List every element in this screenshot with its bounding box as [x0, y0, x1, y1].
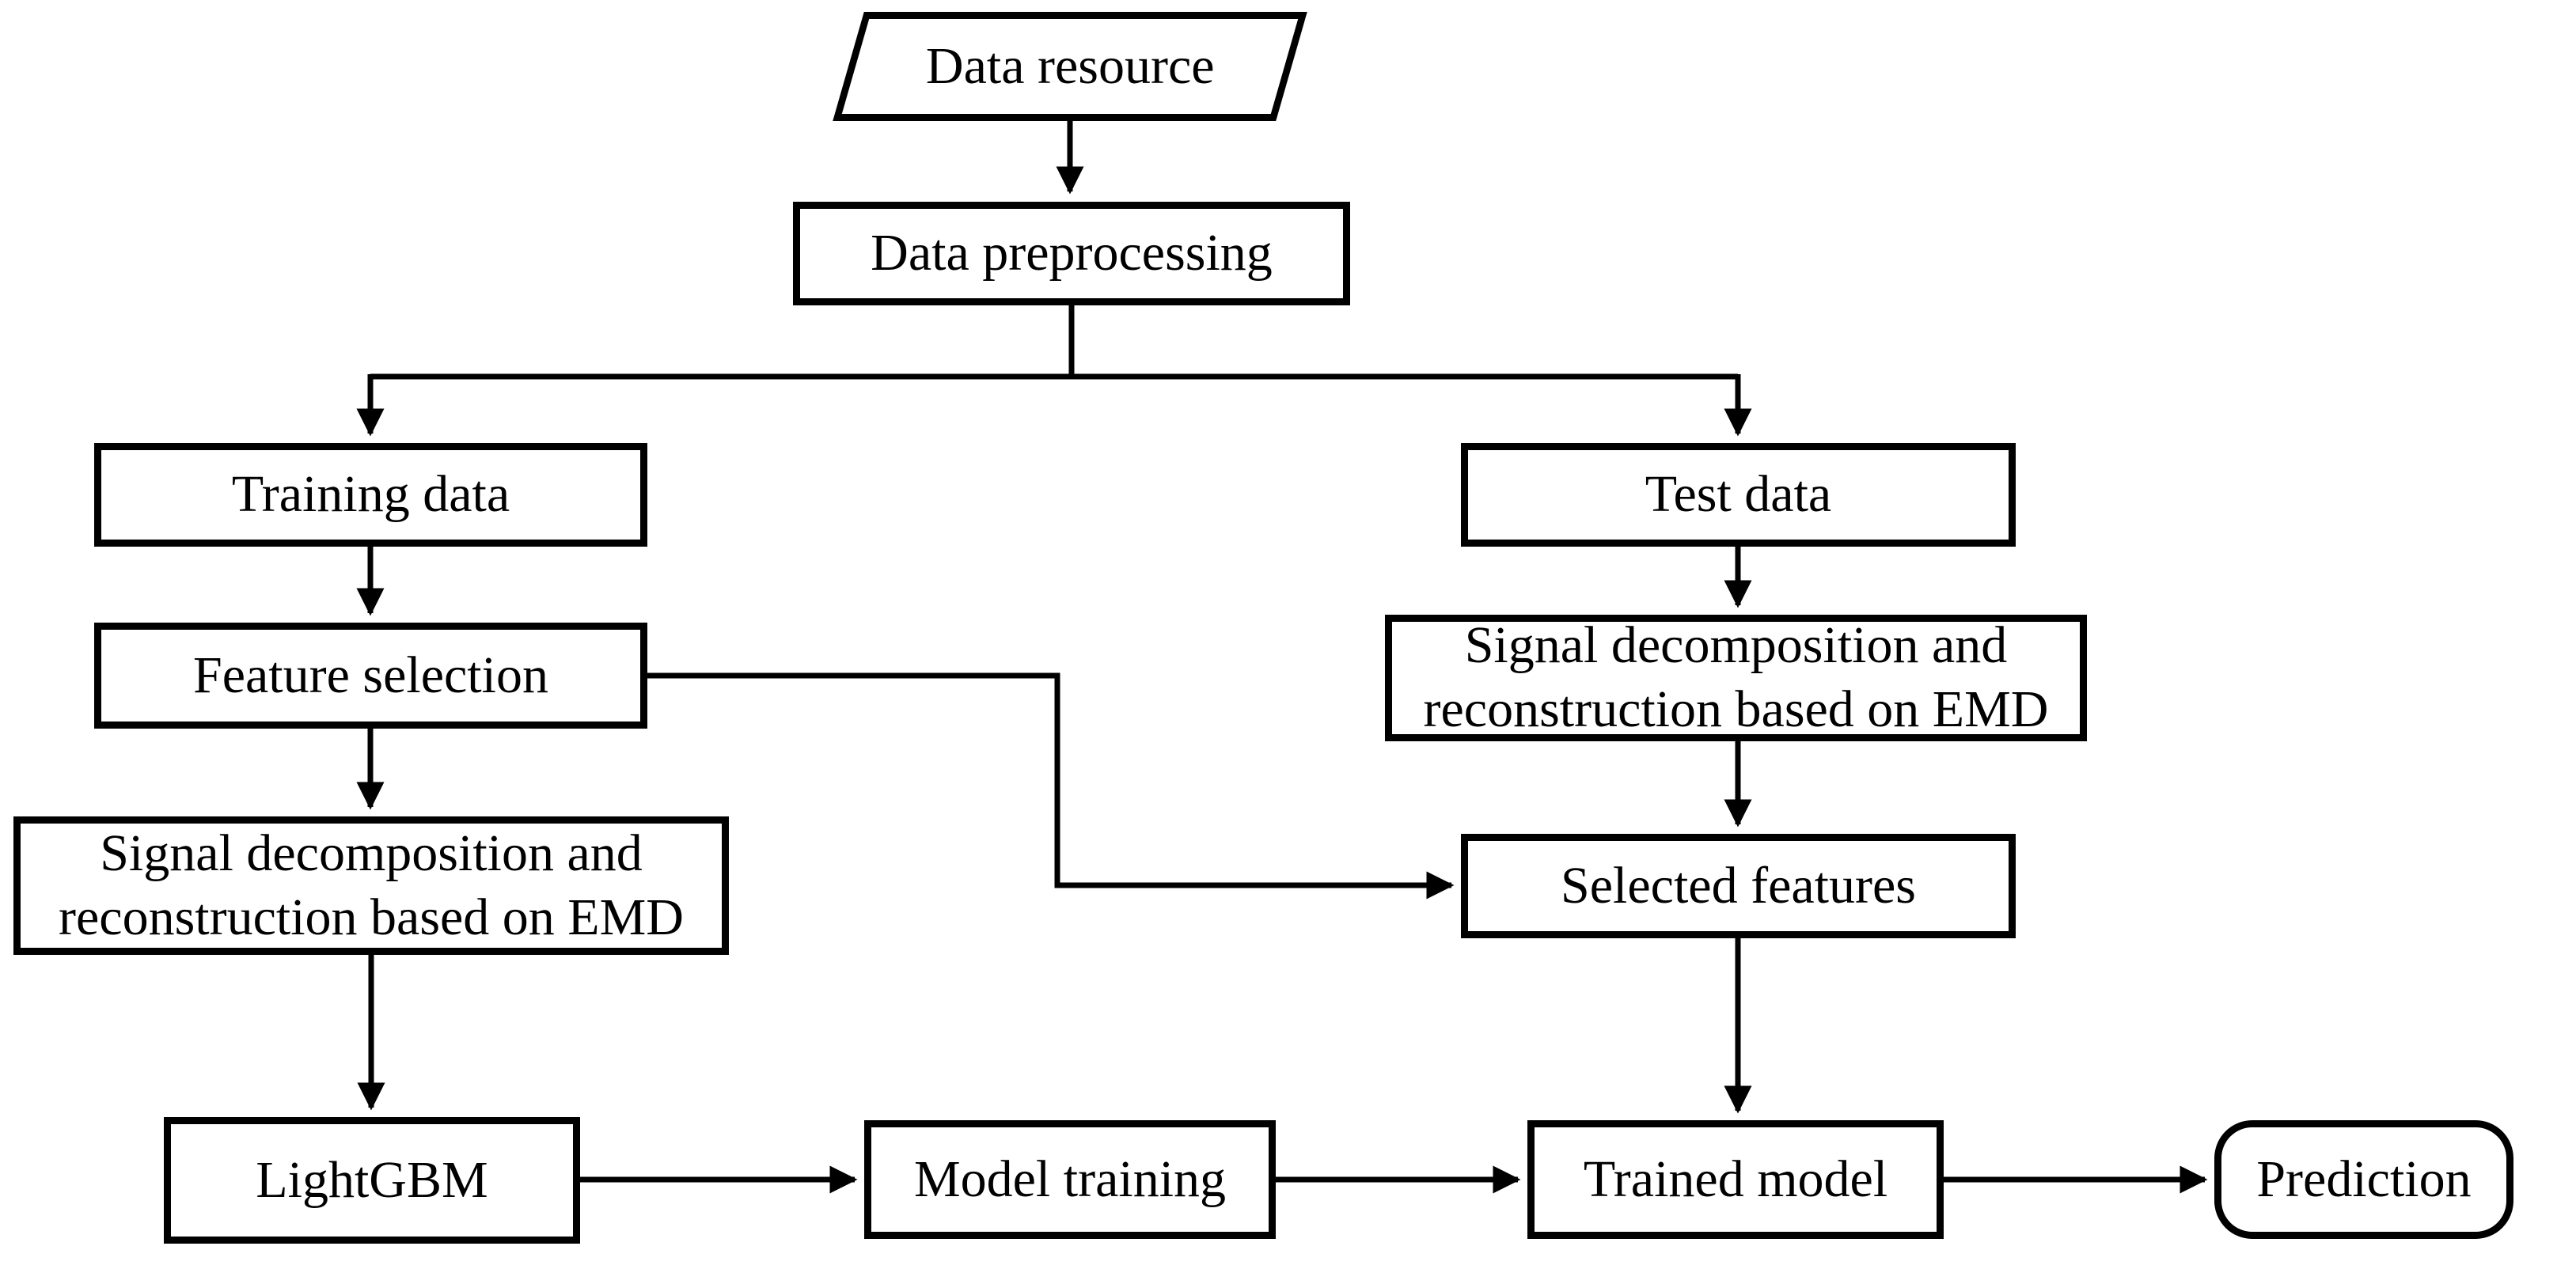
node-trained-model: Trained model: [1527, 1120, 1944, 1239]
node-lightgbm: LightGBM: [164, 1117, 580, 1244]
node-selected-features-label: Selected features: [1561, 856, 1916, 915]
node-training-data-label: Training data: [231, 465, 510, 524]
node-emd-right: Signal decomposition and reconstruction …: [1385, 615, 2087, 741]
node-lightgbm-label: LightGBM: [256, 1150, 488, 1209]
node-feature-selection-label: Feature selection: [193, 646, 548, 704]
node-emd-left: Signal decomposition and reconstruction …: [13, 816, 729, 955]
node-emd-right-label: Signal decomposition and reconstruction …: [1423, 616, 2049, 738]
node-prediction-label: Prediction: [2256, 1149, 2472, 1208]
node-data-resource: Data resource: [833, 12, 1307, 121]
node-prediction: Prediction: [2214, 1120, 2513, 1239]
node-data-preprocessing: Data preprocessing: [793, 202, 1350, 305]
node-feature-selection: Feature selection: [94, 623, 647, 729]
node-training-data: Training data: [94, 443, 647, 547]
node-data-preprocessing-label: Data preprocessing: [871, 224, 1273, 282]
edge-feature-selection-to-selected-features: [647, 672, 1455, 900]
node-data-resource-label: Data resource: [925, 36, 1215, 95]
node-emd-left-label: Signal decomposition and reconstruction …: [59, 824, 684, 946]
node-model-training: Model training: [864, 1120, 1276, 1239]
node-test-data-label: Test data: [1645, 465, 1832, 524]
node-selected-features: Selected features: [1461, 834, 2016, 938]
node-trained-model-label: Trained model: [1583, 1149, 1888, 1208]
node-test-data: Test data: [1461, 443, 2016, 547]
node-model-training-label: Model training: [913, 1149, 1227, 1208]
